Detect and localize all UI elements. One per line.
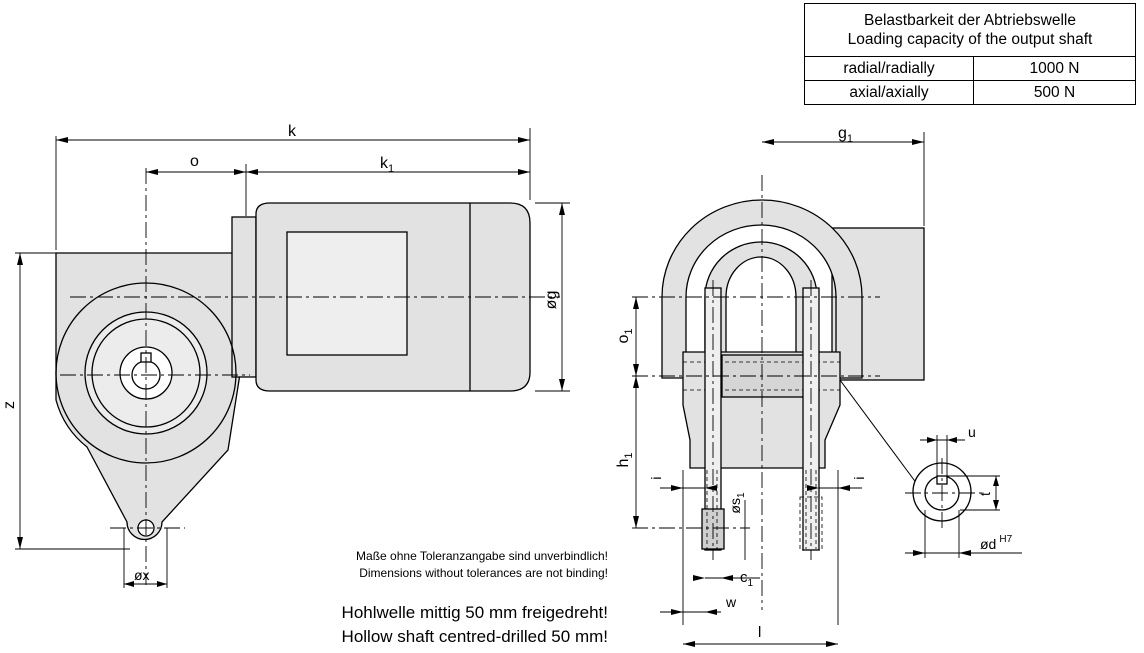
tolerance-note-en: Dimensions without tolerances are not bi… — [359, 566, 608, 580]
dim-z-label: z — [1, 401, 18, 409]
dim-g-label: øg — [543, 291, 560, 310]
side-housing-ring — [661, 199, 863, 379]
table-cell-axial-label: axial/axially — [804, 80, 974, 105]
tolerance-note-de: Maße ohne Toleranzangabe sind unverbindl… — [356, 549, 608, 563]
dim-w-label: w — [725, 594, 737, 610]
dim-i-right-label: i — [851, 476, 867, 479]
table-header-row: Belastbarkeit der Abtriebswelle Loading … — [804, 3, 1136, 57]
table-header: Belastbarkeit der Abtriebswelle Loading … — [804, 3, 1136, 57]
dim-i-left-label: i — [648, 476, 664, 479]
dim-h1-label: h1 — [615, 452, 635, 467]
terminal-box — [286, 231, 408, 356]
shaft-note: Hohlwelle mittig 50 mm freigedreht! Holl… — [342, 601, 608, 649]
loading-capacity-table: Belastbarkeit der Abtriebswelle Loading … — [804, 3, 1136, 105]
dim-c1-label: c1 — [740, 569, 754, 589]
dim-u-label: u — [968, 424, 976, 440]
side-view: g1 o1 h1 i i øs1 c1 w l — [615, 125, 1022, 647]
table-row-radial: radial/radially 1000 N — [804, 56, 1136, 81]
dim-k1-label: k1 — [380, 155, 394, 175]
dim-o-label: o — [190, 153, 199, 170]
table-cell-axial-value: 500 N — [973, 80, 1136, 105]
dim-x-label: øx — [134, 567, 150, 583]
detail-leader-line — [839, 379, 921, 489]
table-cell-radial-label: radial/radially — [804, 56, 974, 81]
shaft-note-en: Hollow shaft centred-drilled 50 mm! — [341, 627, 608, 646]
dim-o1-label: o1 — [615, 328, 635, 343]
dim-s1-label: øs1 — [727, 492, 747, 514]
shaft-note-de: Hohlwelle mittig 50 mm freigedreht! — [341, 603, 608, 622]
dim-l-label: l — [758, 624, 761, 641]
table-title-en: Loading capacity of the output shaft — [847, 31, 1093, 48]
front-view: k o k1 øg z øx — [1, 123, 570, 588]
tolerance-note: Maße ohne Toleranzangabe sind unverbindl… — [356, 548, 608, 582]
dim-k-label: k — [288, 123, 297, 140]
dim-g1-label: g1 — [838, 125, 853, 145]
table-row-axial: axial/axially 500 N — [804, 80, 1136, 105]
table-title-de: Belastbarkeit der Abtriebswelle — [864, 12, 1076, 29]
dim-t-label: t — [977, 492, 993, 496]
table-cell-radial-value: 1000 N — [973, 56, 1136, 81]
